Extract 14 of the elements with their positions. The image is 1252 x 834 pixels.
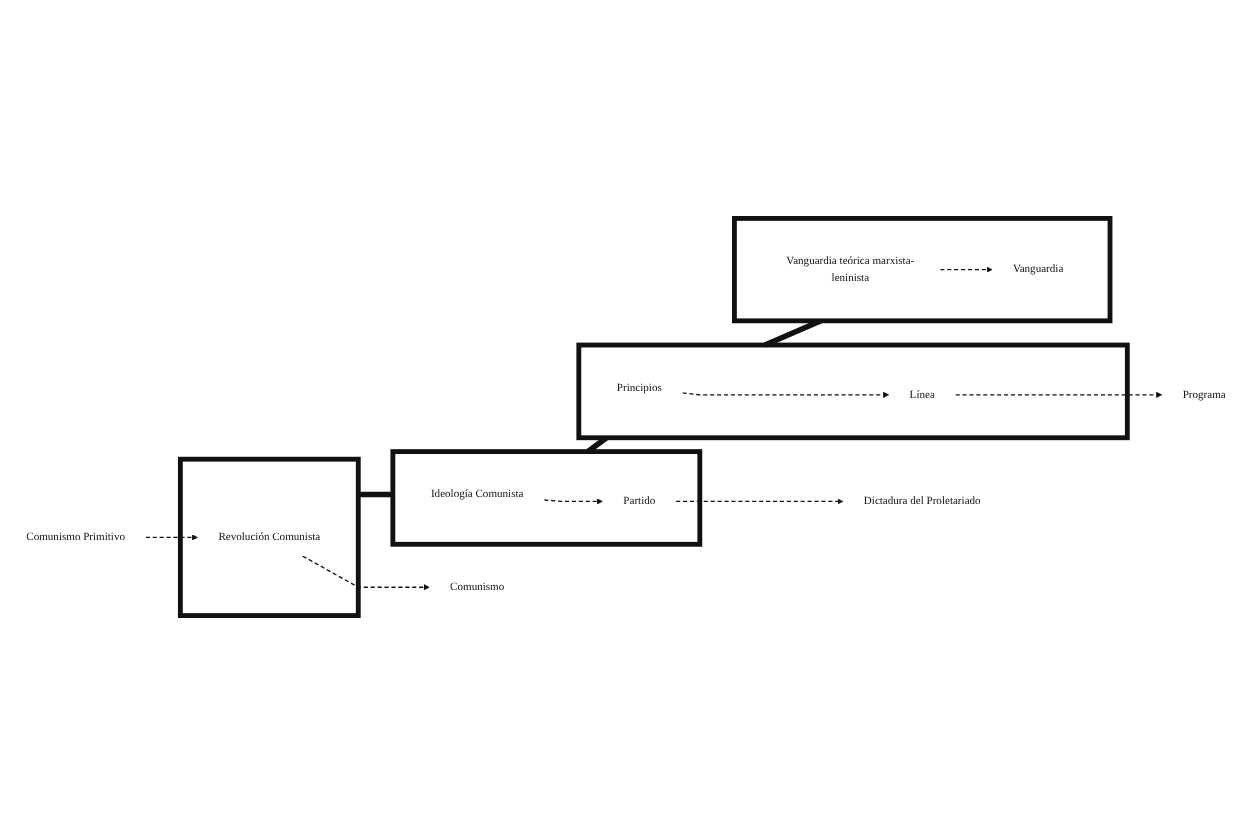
arrow xyxy=(939,266,993,273)
arrow xyxy=(145,534,198,541)
arrow xyxy=(543,498,603,505)
cluster xyxy=(177,456,361,618)
arrow xyxy=(302,555,430,591)
cluster xyxy=(390,449,703,547)
arrow xyxy=(954,391,1163,398)
arrow xyxy=(681,391,890,398)
connector xyxy=(586,435,609,454)
cluster xyxy=(576,342,1130,441)
cluster xyxy=(732,216,1113,324)
connector xyxy=(358,491,393,498)
arrow xyxy=(675,498,844,505)
connector xyxy=(763,318,823,348)
